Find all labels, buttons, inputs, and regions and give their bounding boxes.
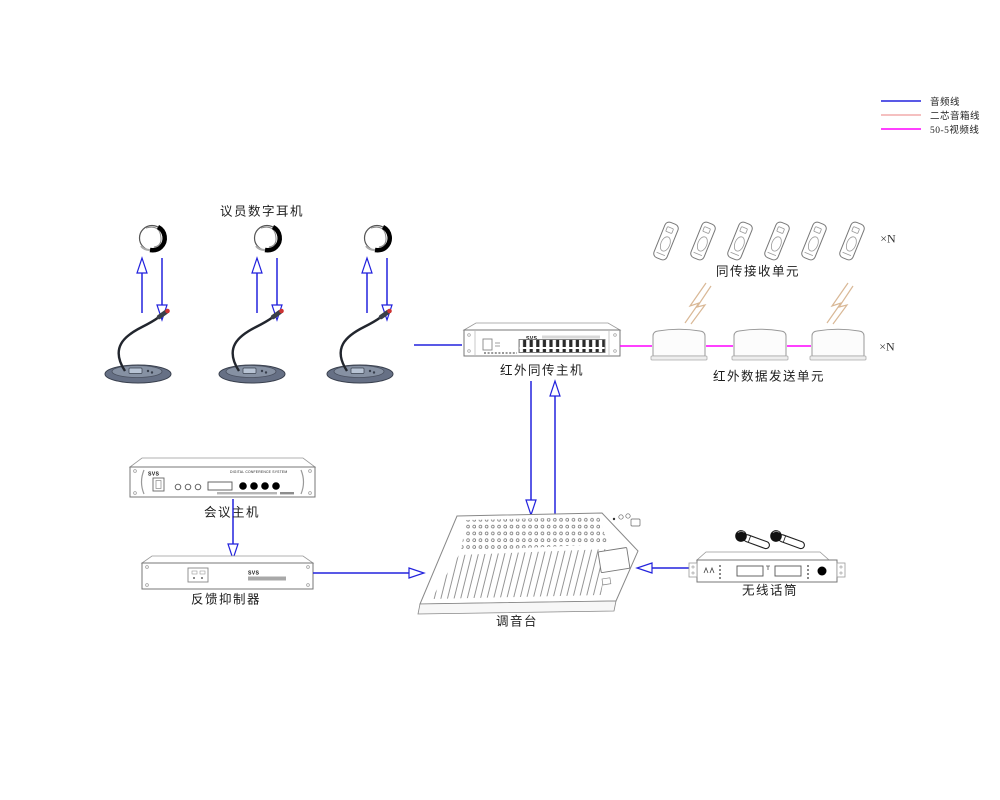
transmitters-multiplier: ×N [879,339,895,354]
lightning-icon [826,282,854,325]
gooseneck-mic-icon [219,309,285,383]
conference-host-display [207,481,233,491]
ir-host-model-text-bar [542,335,600,339]
antenna-icon [703,566,715,574]
mixer-master-display [597,547,631,574]
mixer-fader-field [431,549,608,599]
feedback-suppressor-bar [248,576,286,581]
conference-host-knob [250,482,258,490]
ir-transmitter-panel-icon [731,328,789,361]
legend-video-label: 50-5视频线 [930,126,980,136]
wireless-receiver-display [736,565,764,577]
audio-arrow-feedback-to-mixer [313,567,426,579]
receiver-unit-icon [762,220,792,262]
lightning-icon [684,282,712,325]
legend-audio-label: 音频线 [930,98,961,108]
conference-host-panel-text: DIGITAL CONFERENCE SYSTEM [230,470,287,474]
video-line-swatch [881,128,921,130]
feedback-suppressor-label: 反馈抑制器 [190,592,262,607]
receiver-unit-icon [837,220,867,262]
ir-host-channel-sliders [518,339,606,353]
conference-host-knob [272,482,280,490]
feedback-suppressor-device: SVS [140,555,315,590]
mixer-knob-field [461,517,608,551]
receiver-unit-icon [651,220,681,262]
conference-host-caption-bar [217,492,277,495]
speaker-line-swatch [881,114,921,116]
headphone-icon [365,226,390,251]
gooseneck-mic-icon [327,309,393,383]
handheld-mic-icon [733,528,772,553]
mixer-device [417,512,641,615]
wireless-receiver-display [774,565,802,577]
conference-host-device: SVS DIGITAL CONFERENCE SYSTEM [128,457,317,498]
receiver-unit-icon [688,220,718,262]
audio-arrow-host-to-mixer [525,381,537,517]
interpretation-receivers-label: 同传接收单元 [715,264,801,279]
wireless-receiver-knob [817,566,827,576]
audio-arrow-up-3 [361,256,373,313]
audio-line-swatch [881,100,921,102]
ir-host-device: SVS [462,322,622,357]
conference-host-model-bar [280,492,294,495]
conference-host-knob [239,482,247,490]
legend-item-speaker: 二芯音箱线 [880,108,980,122]
legend: 音频线 二芯音箱线 50-5视频线 [880,94,980,136]
delegate-headphones-label: 议员数字耳机 [219,204,305,219]
ir-transmitters-label: 红外数据发送单元 [712,369,826,384]
headphone-icon [255,226,280,251]
ir-host-brand: SVS [526,336,538,342]
receivers-multiplier: ×N [880,231,896,246]
wireless-mic-label: 无线话筒 [741,583,799,598]
audio-arrow-mixer-to-host [549,379,561,516]
audio-arrow-conference-to-feedback [227,499,239,561]
audio-arrow-up-1 [136,256,148,313]
gooseneck-mic-icon [105,309,171,383]
feedback-suppressor-display [187,567,209,583]
headphone-icon [140,226,165,251]
receiver-unit-icon [799,220,829,262]
ir-transmitter-panel-icon [650,328,708,361]
legend-speaker-label: 二芯音箱线 [930,112,981,122]
conference-host-power-switch [152,477,165,492]
conference-host-label: 会议主机 [203,505,261,520]
wireless-receiver-device [688,551,846,583]
ir-host-label: 红外同传主机 [499,363,585,378]
feedback-suppressor-brand: SVS [248,571,260,577]
legend-item-video: 50-5视频线 [880,122,980,136]
mixer-label: 调音台 [495,614,539,629]
conference-host-brand: SVS [148,472,160,478]
receiver-unit-icon [725,220,755,262]
audio-arrow-up-2 [251,256,263,313]
legend-item-audio: 音频线 [880,94,980,108]
ir-transmitter-panel-icon [809,328,867,361]
handheld-mic-icon [768,528,807,553]
ir-host-power-switch [482,338,493,351]
conference-host-knob [261,482,269,490]
